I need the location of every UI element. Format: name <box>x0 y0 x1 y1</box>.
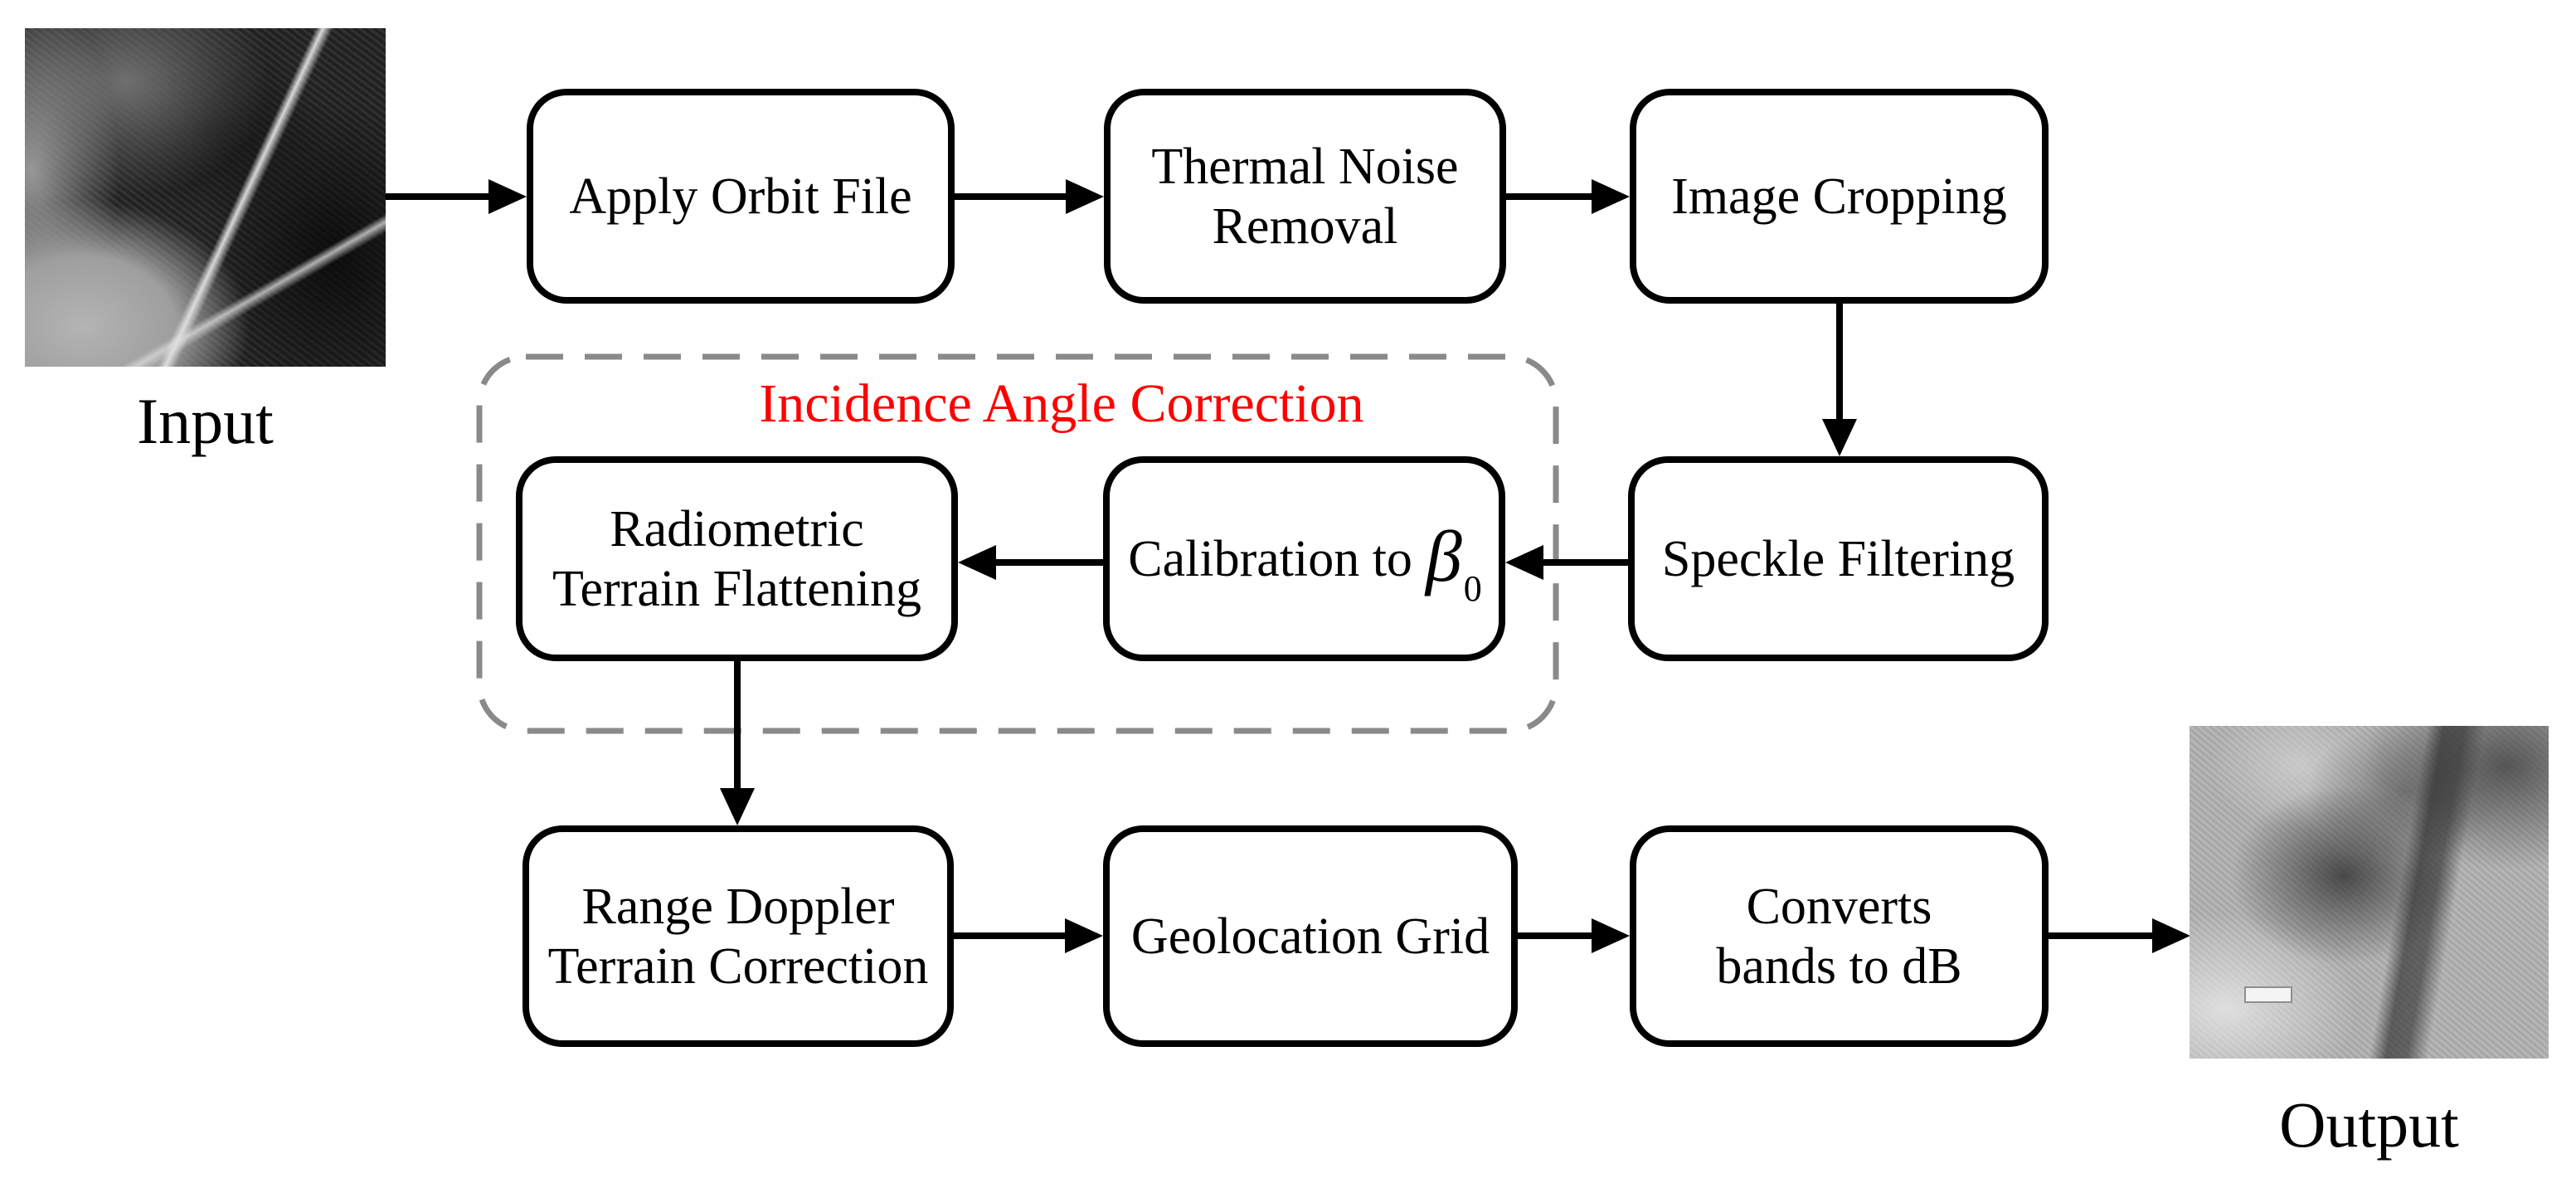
node-geolocation-grid: Geolocation Grid <box>1103 825 1518 1047</box>
node-label-line2: Terrain Correction <box>547 937 929 995</box>
arrow-speckle-to-calibration <box>1505 545 1628 580</box>
node-converts-bands-to-db: Converts bands to dB <box>1630 825 2049 1047</box>
node-radiometric-terrain-flattening: Radiometric Terrain Flattening <box>516 456 958 661</box>
node-apply-orbit-file: Apply Orbit File <box>527 89 955 304</box>
arrow-image-cropping-to-speckle <box>1822 304 1857 456</box>
node-speckle-filtering: Speckle Filtering <box>1628 456 2049 661</box>
beta-symbol: β <box>1425 516 1462 597</box>
output-label: Output <box>2279 1088 2459 1161</box>
node-label-line1: Range Doppler <box>581 878 895 935</box>
input-label: Input <box>137 385 274 457</box>
node-label-line1: Thermal Noise <box>1151 138 1459 195</box>
incidence-group-title: Incidence Angle Correction <box>759 373 1364 434</box>
node-label: Apply Orbit File <box>569 168 912 225</box>
output-image <box>2190 726 2549 1059</box>
arrow-converts-to-output <box>2049 918 2190 953</box>
arrow-input-to-apply-orbit <box>383 179 527 214</box>
node-label: Speckle Filtering <box>1661 530 2015 587</box>
node-label-line2: bands to dB <box>1716 937 1962 995</box>
calibration-text: Calibration to <box>1128 530 1412 587</box>
output-watermark-box <box>2244 986 2292 1003</box>
arrow-calibration-to-radiometric <box>958 545 1103 580</box>
node-thermal-noise-removal: Thermal Noise Removal <box>1104 89 1506 304</box>
node-label-line1: Radiometric <box>610 500 864 557</box>
node-label-line1: Converts <box>1746 878 1932 935</box>
arrow-geolocation-to-converts <box>1518 918 1630 953</box>
node-label-line2: Removal <box>1212 197 1398 255</box>
arrow-apply-orbit-to-thermal-noise <box>955 179 1104 214</box>
arrow-thermal-noise-to-image-cropping <box>1506 179 1630 214</box>
node-label: Image Cropping <box>1671 168 2007 225</box>
incidence-group-dashed-border <box>476 353 1559 734</box>
arrow-range-doppler-to-geolocation <box>954 918 1103 953</box>
arrow-radiometric-to-range-doppler <box>720 661 755 825</box>
input-image <box>25 28 386 367</box>
node-label: Geolocation Grid <box>1130 908 1490 965</box>
beta-subscript: 0 <box>1463 567 1482 609</box>
node-image-cropping: Image Cropping <box>1630 89 2049 304</box>
node-label-line2: Terrain Flattening <box>552 560 922 617</box>
node-range-doppler-terrain-correction: Range Doppler Terrain Correction <box>522 825 954 1047</box>
